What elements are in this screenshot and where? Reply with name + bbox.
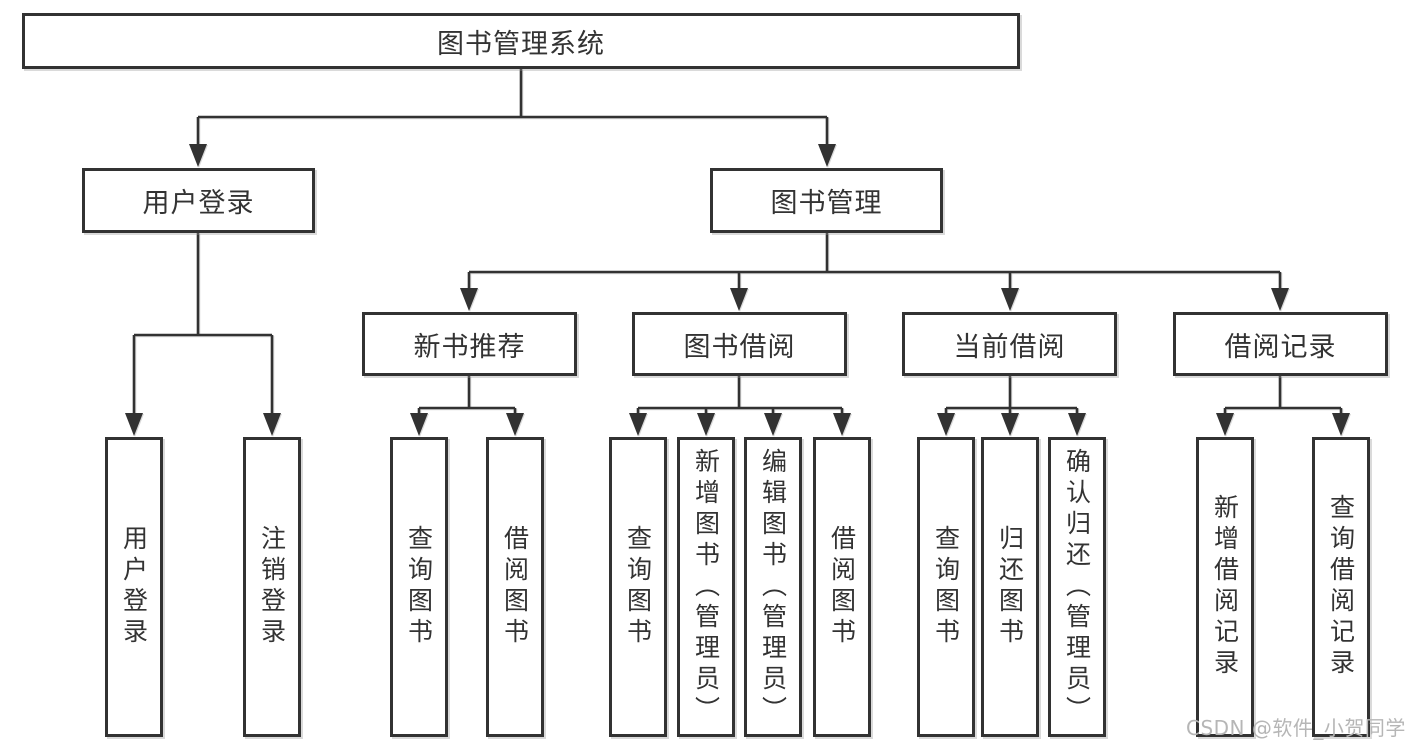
connector-userlogin-to-children [125,233,281,436]
arrowhead-icon [629,413,647,436]
node-book-borrowing: 图书借阅 [632,312,847,376]
connector-borrowrecords-to-children [1216,376,1350,436]
connector-bookmgmt-to-level3 [460,233,1289,311]
watermark: CSDN @软件_小贺同学 [1186,716,1405,740]
node-label: 图书管理系统 [437,28,605,60]
connector-currentborrow-to-children [937,376,1086,436]
arrowhead-icon [1001,288,1019,311]
arrowhead-icon [818,144,836,167]
node-label: 确认归还（管理员） [1062,447,1092,727]
node-user-login: 用户登录 [82,168,315,233]
node-label: 用户登录 [119,525,149,649]
arrowhead-icon [730,288,748,311]
arrowhead-icon [410,413,428,436]
connector-root-to-level2 [189,69,836,167]
node-label: 查询图书 [623,525,653,649]
node-book-management: 图书管理 [710,168,943,233]
connector-newbook-to-children [410,376,524,436]
node-label: 归还图书 [995,525,1025,649]
node-label: 用户登录 [142,188,255,219]
node-borrowing-records: 借阅记录 [1173,312,1388,376]
leaf-query-books-borrow: 查询图书 [609,437,667,737]
leaf-query-books-recommend: 查询图书 [390,437,448,737]
leaf-query-borrow-record: 查询借阅记录 [1312,437,1370,737]
node-label: 新书推荐 [413,331,526,363]
leaf-borrow-books-recommend: 借阅图书 [486,437,544,737]
node-library-management-system: 图书管理系统 [22,13,1020,69]
node-label: 查询借阅记录 [1326,494,1356,680]
leaf-add-book-admin: 新增图书（管理员） [677,437,735,737]
leaf-add-borrow-record: 新增借阅记录 [1196,437,1254,737]
arrowhead-icon [189,144,207,167]
node-label: 查询图书 [404,525,434,649]
leaf-borrow-books: 借阅图书 [813,437,871,737]
arrowhead-icon [833,413,851,436]
node-label: 当前借阅 [953,331,1066,363]
node-label: 编辑图书（管理员） [758,447,788,727]
node-label: 借阅记录 [1224,331,1337,363]
leaf-return-book: 归还图书 [981,437,1039,737]
node-label: 新增图书（管理员） [691,447,721,727]
node-label: 查询图书 [931,525,961,649]
arrowhead-icon [1216,413,1234,436]
arrowhead-icon [1271,288,1289,311]
arrowhead-icon [263,413,281,436]
leaf-user-login: 用户登录 [105,437,163,737]
arrowhead-icon [1001,413,1019,436]
leaf-logout: 注销登录 [243,437,301,737]
leaf-query-books-current: 查询图书 [917,437,975,737]
arrowhead-icon [937,413,955,436]
node-new-book-recommend: 新书推荐 [362,312,577,376]
node-label: 新增借阅记录 [1210,494,1240,680]
arrowhead-icon [1068,413,1086,436]
node-label: 借阅图书 [500,525,530,649]
arrowhead-icon [460,288,478,311]
arrowhead-icon [506,413,524,436]
node-label: 借阅图书 [827,525,857,649]
node-label: 图书借阅 [683,331,796,363]
arrowhead-icon [1332,413,1350,436]
arrowhead-icon [764,413,782,436]
node-label: 图书管理 [770,188,883,219]
leaf-edit-book-admin: 编辑图书（管理员） [744,437,802,737]
node-current-borrowing: 当前借阅 [902,312,1117,376]
leaf-confirm-return-admin: 确认归还（管理员） [1048,437,1106,737]
arrowhead-icon [125,413,143,436]
connector-bookborrow-to-children [629,376,851,436]
node-label: 注销登录 [257,525,287,649]
arrowhead-icon [697,413,715,436]
